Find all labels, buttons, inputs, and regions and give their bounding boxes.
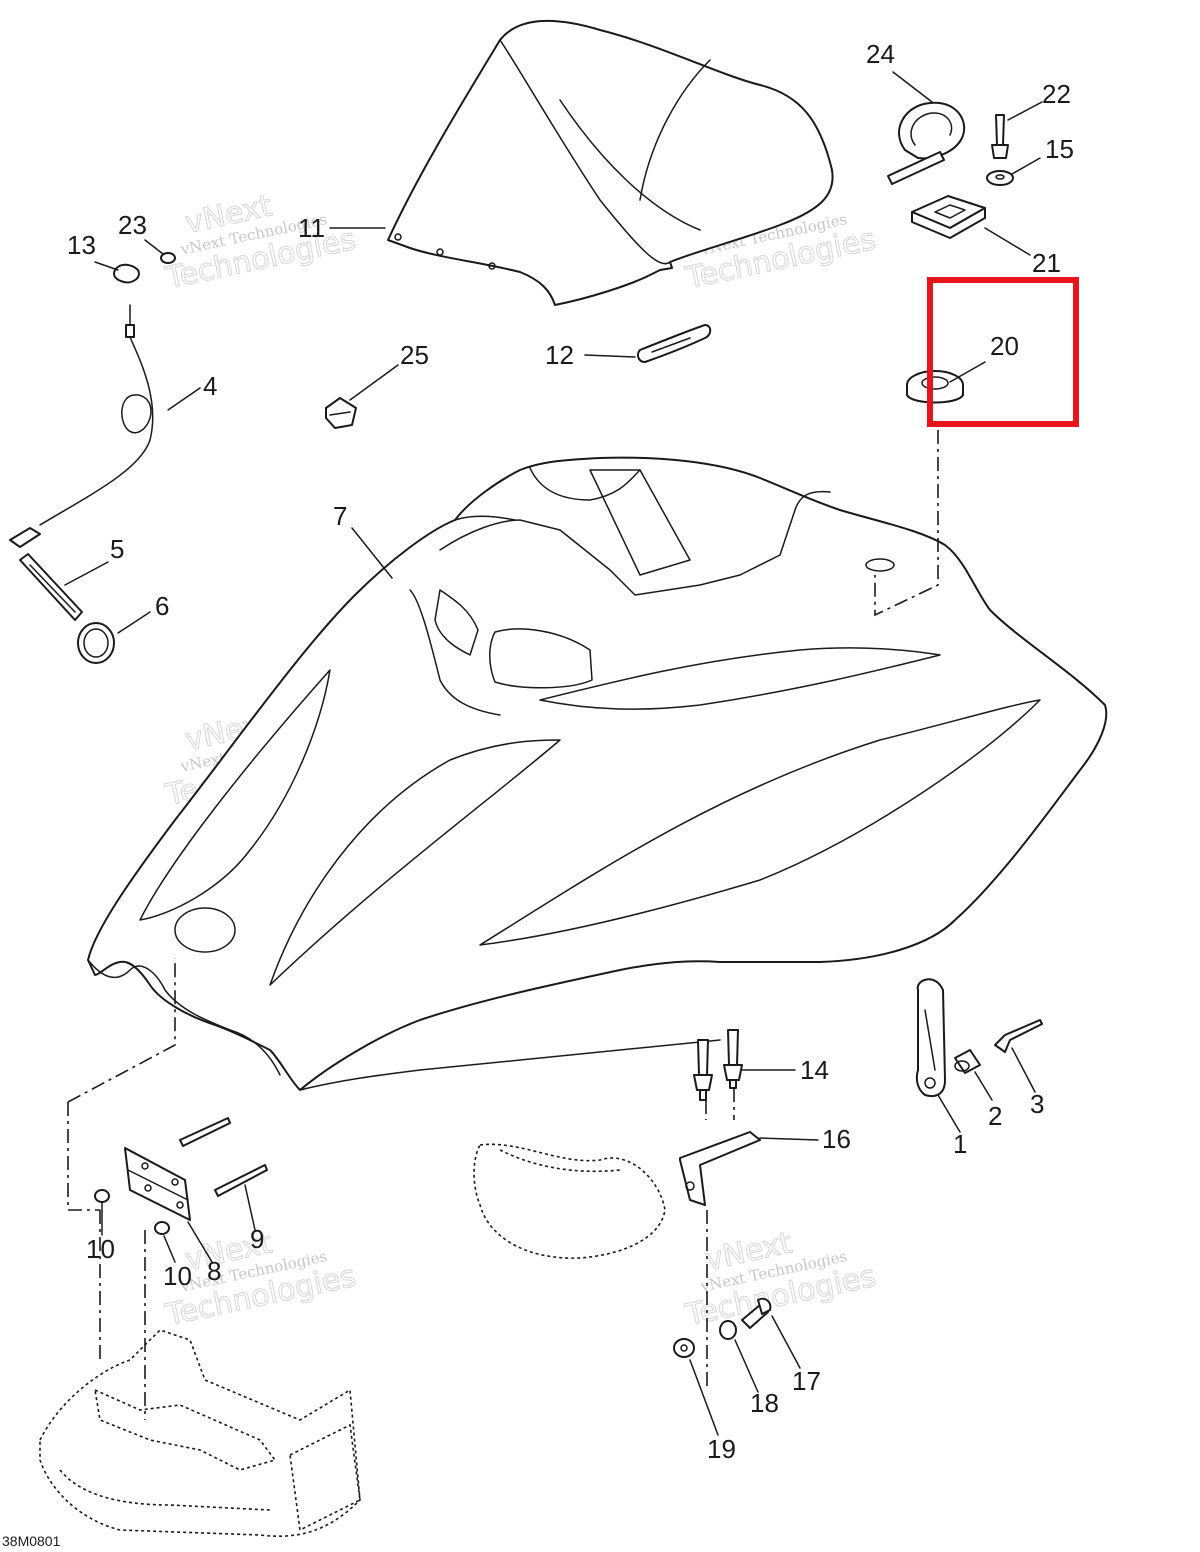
spacer-part: [954, 1049, 981, 1074]
tie-mount-part: [911, 195, 986, 239]
callout-16: 16: [822, 1124, 851, 1154]
callout-25: 25: [400, 340, 429, 370]
callout-21: 21: [1032, 248, 1061, 278]
hinge-part: [67, 958, 268, 1235]
screw-part: [991, 114, 1009, 159]
hood-part: [87, 430, 1108, 1091]
callout-22: 22: [1042, 79, 1071, 109]
callout-4: 4: [203, 371, 217, 401]
windshield-part: [387, 20, 834, 306]
callout-15: 15: [1045, 134, 1074, 164]
bolt-hardware-part: [673, 1297, 772, 1358]
callout-14: 14: [800, 1055, 829, 1085]
latch-part: [915, 978, 946, 1098]
callout-7: 7: [333, 501, 347, 531]
callout-labels: 1 2 3 4 5 6 7 8 9 10 10 11 12 13 14 15 1…: [67, 39, 1074, 1464]
strap-part: [636, 324, 712, 363]
rivet-part: [994, 1019, 1043, 1053]
callout-19: 19: [707, 1434, 736, 1464]
callout-1: 1: [953, 1129, 967, 1159]
callout-20: 20: [990, 331, 1019, 361]
callout-6: 6: [155, 591, 169, 621]
bumper-part: [39, 1210, 361, 1538]
callout-18: 18: [750, 1388, 779, 1418]
drawing-code: 38M0801: [2, 1533, 61, 1549]
washer-part: [986, 170, 1014, 186]
mounting-bracket-part: [473, 1029, 761, 1390]
leader-lines: [64, 71, 1043, 1436]
callout-23: 23: [118, 210, 147, 240]
callout-8: 8: [207, 1256, 221, 1286]
callout-3: 3: [1030, 1089, 1044, 1119]
callout-9: 9: [250, 1224, 264, 1254]
callout-11: 11: [298, 213, 325, 243]
callout-10-right: 10: [163, 1261, 192, 1291]
callout-12: 12: [545, 340, 574, 370]
cable-tie-part: [887, 101, 966, 185]
callout-5: 5: [110, 534, 124, 564]
callout-2: 2: [988, 1101, 1002, 1131]
callout-24: 24: [866, 39, 895, 69]
callout-10-left: 10: [86, 1234, 115, 1264]
cable-assembly-part: [9, 252, 176, 664]
grommet-part: [906, 370, 964, 404]
callout-17: 17: [792, 1366, 821, 1396]
callout-13: 13: [67, 230, 96, 260]
highlight-box: [927, 277, 1079, 427]
clip-part: [325, 397, 357, 429]
